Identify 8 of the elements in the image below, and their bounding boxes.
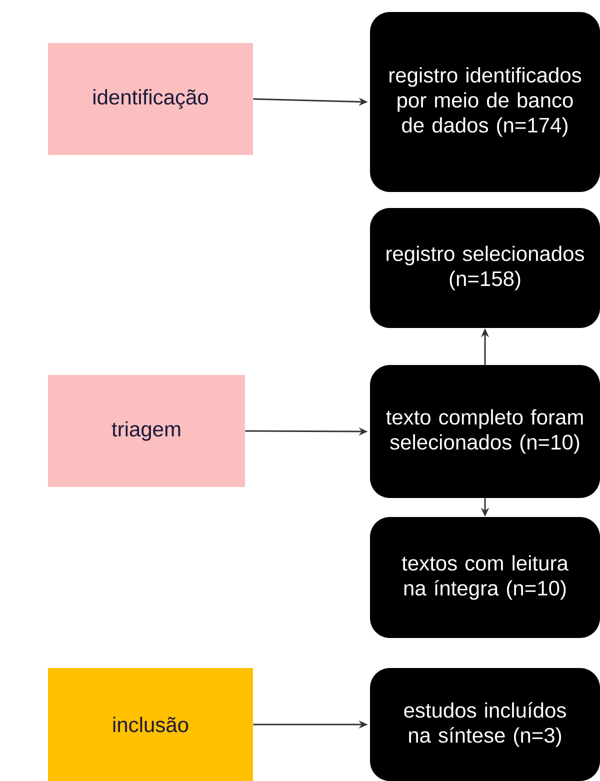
step-box: registro identificados por meio de banco de dados (n=174) — [370, 12, 600, 192]
stage-box: inclusão — [48, 668, 253, 781]
step-box: estudos incluídos na síntese (n=3) — [370, 668, 600, 781]
step-box: registro selecionados (n=158) — [370, 208, 600, 328]
stage-box: triagem — [48, 375, 245, 487]
step-box: texto completo foram selecionados (n=10) — [370, 365, 600, 498]
stage-box: identificação — [48, 43, 253, 155]
step-box: textos com leitura na íntegra (n=10) — [370, 517, 600, 638]
